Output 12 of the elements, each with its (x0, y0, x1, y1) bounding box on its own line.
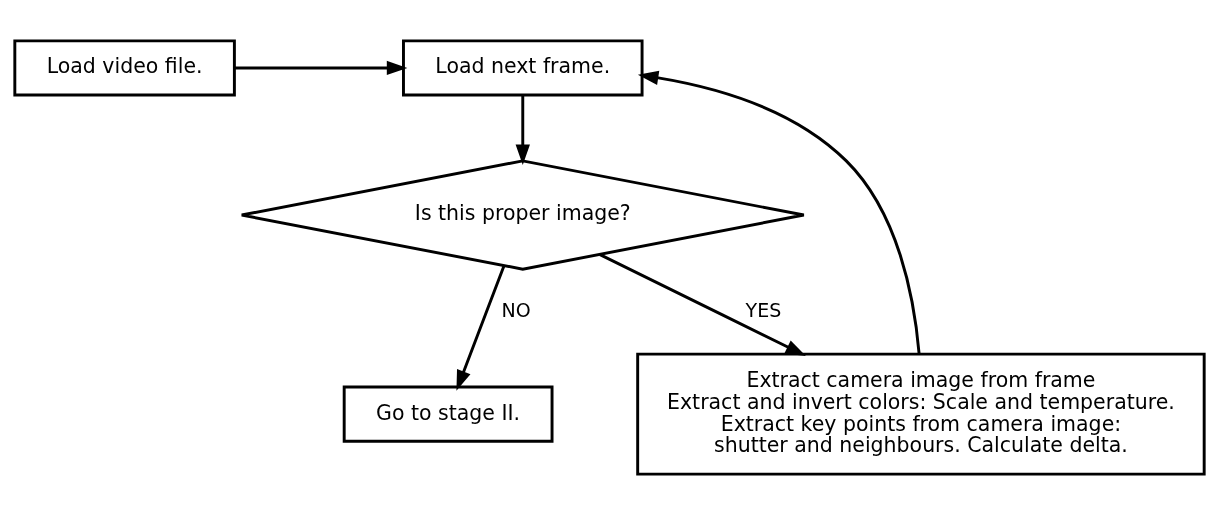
arrow (515, 94, 530, 165)
arrow (599, 252, 806, 356)
edge-label: YES (745, 298, 782, 321)
arrow (456, 265, 506, 391)
node-box: Load video file. (13, 38, 236, 96)
arrow (637, 70, 921, 354)
node-diamond: Is this proper image? (240, 158, 806, 271)
edge-label: NO (501, 298, 531, 321)
node-box: Go to stage II. (342, 385, 554, 443)
arrow (234, 60, 408, 75)
node-box: Extract camera image from frame Extract and invert colors: Scale and temperature. Extract key points from camera image: shutter and neighbours. Calculate delta. (636, 352, 1206, 476)
node-box: Load next frame. (402, 38, 644, 96)
